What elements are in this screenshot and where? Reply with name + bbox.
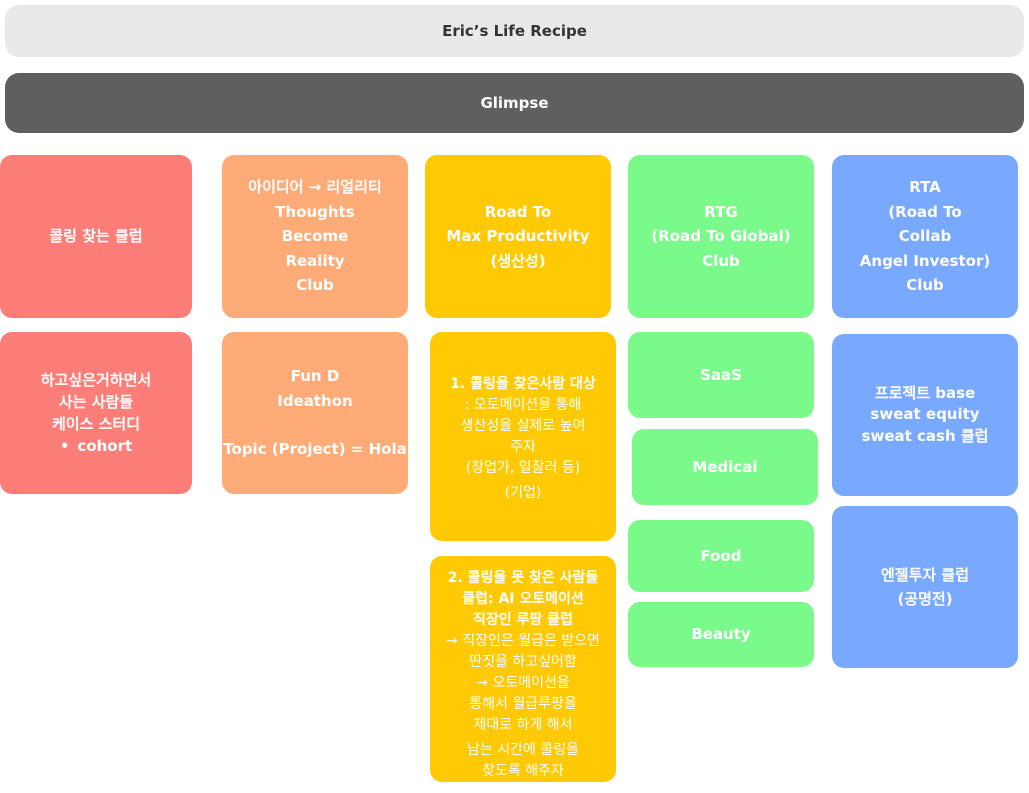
beauty-label: Beauty	[691, 625, 751, 644]
rta-line: Angel Investor)	[859, 251, 991, 270]
sweat-equity-line: sweat equity	[870, 405, 980, 424]
rtg-line: Club	[702, 251, 740, 270]
rtg-line: RTG	[704, 202, 738, 221]
max-productivity-line: (생산성)	[490, 251, 546, 270]
sweat-equity-line: 프로젝트 base	[874, 383, 976, 402]
ideas-reality-line: 아이디어 → 리얼리티	[248, 178, 382, 197]
saas-label: SaaS	[700, 365, 742, 384]
sweat-equity-line: sweat cash 클럽	[861, 426, 989, 445]
case-study-line: 사는 사람들	[58, 393, 134, 411]
found-calling-line: 생산성을 실제로 높여	[460, 418, 586, 434]
case-study-card: 하고싶은거하면서 사는 사람들 케이스 스터디 cohort	[0, 332, 192, 494]
medical-label: Medical	[692, 457, 758, 476]
case-study-line: 하고싶은거하면서	[40, 371, 152, 389]
rta-line: Club	[906, 276, 944, 295]
found-calling-line: : 오토메이션을 통해	[464, 397, 582, 413]
calling-club-title: 콜링 찾는 클럽	[49, 227, 143, 246]
beauty-card: Beauty	[628, 602, 814, 667]
no-calling-title: 클럽: AI 오토메이션	[462, 591, 584, 607]
topic-line: Topic (Project) = Hola	[223, 440, 407, 458]
fun-d-line: Fun D	[290, 367, 340, 385]
title-bar: Eric’s Life Recipe	[5, 5, 1024, 57]
angel-investment-card: 엔젤투자 클럽 (공명전)	[832, 506, 1018, 668]
max-productivity-line: Max Productivity	[446, 227, 590, 246]
max-productivity-card: Road To Max Productivity (생산성)	[425, 155, 611, 318]
no-calling-line: 통해서 월급루팡을	[469, 696, 577, 712]
page-title: Eric’s Life Recipe	[442, 22, 587, 40]
rtg-club-card: RTG (Road To Global) Club	[628, 155, 814, 318]
no-calling-line: → 오토메이션을	[476, 675, 570, 691]
max-productivity-line: Road To	[484, 202, 552, 221]
no-calling-line: → 직장인은 월급은 받으면	[446, 633, 600, 649]
glimpse-banner: Glimpse	[5, 73, 1024, 133]
found-calling-line: (기업)	[504, 485, 542, 501]
rta-line: RTA	[909, 178, 941, 197]
ideas-reality-line: Club	[296, 276, 334, 295]
no-calling-line: 찾도록 해주자	[482, 763, 564, 779]
found-calling-line: (창업가, 일잘러 등)	[465, 460, 581, 476]
fun-d-ideathon-card: Fun D Ideathon Topic (Project) = Hola	[222, 332, 408, 494]
food-card: Food	[628, 520, 814, 592]
saas-card: SaaS	[628, 332, 814, 418]
rta-line: (Road To	[888, 202, 962, 221]
medical-card: Medical	[632, 429, 818, 505]
no-calling-line: 남는 시간에 콜링을	[467, 742, 579, 758]
sweat-equity-card: 프로젝트 base sweat equity sweat cash 클럽	[832, 334, 1018, 496]
glimpse-label: Glimpse	[480, 94, 549, 112]
rtg-line: (Road To Global)	[651, 227, 791, 246]
case-study-line: 케이스 스터디	[51, 415, 141, 433]
ideas-reality-line: Reality	[285, 251, 345, 270]
ideas-reality-club-card: 아이디어 → 리얼리티 Thoughts Become Reality Club	[222, 155, 408, 318]
found-calling-line: 주자	[510, 439, 536, 455]
food-label: Food	[700, 546, 742, 565]
rta-line: Collab	[898, 227, 952, 246]
ideathon-line: Ideathon	[277, 391, 353, 410]
rta-club-card: RTA (Road To Collab Angel Investor) Club	[832, 155, 1018, 318]
no-calling-card: 2. 콜링을 못 찾은 사람들 클럽: AI 오토메이션 직장인 루팡 클럽 →…	[430, 556, 616, 782]
ideas-reality-line: Thoughts	[275, 202, 355, 221]
cohort-bullet: cohort	[60, 435, 132, 457]
no-calling-line: 제대로 하게 해서	[473, 717, 573, 733]
angel-investment-line: 엔젤투자 클럽	[880, 565, 970, 584]
found-calling-card: 1. 콜링을 찾은사람 대상 : 오토메이션을 통해 생산성을 실제로 높여 주…	[430, 332, 616, 541]
found-calling-title: 1. 콜링을 찾은사람 대상	[450, 376, 596, 392]
angel-investment-line: (공명전)	[897, 590, 953, 608]
ideas-reality-line: Become	[281, 227, 349, 246]
calling-club-card: 콜링 찾는 클럽	[0, 155, 192, 318]
no-calling-title: 직장인 루팡 클럽	[473, 612, 573, 628]
no-calling-title: 2. 콜링을 못 찾은 사람들	[447, 570, 599, 586]
no-calling-line: 딴짓을 하고싶어함	[469, 654, 577, 670]
